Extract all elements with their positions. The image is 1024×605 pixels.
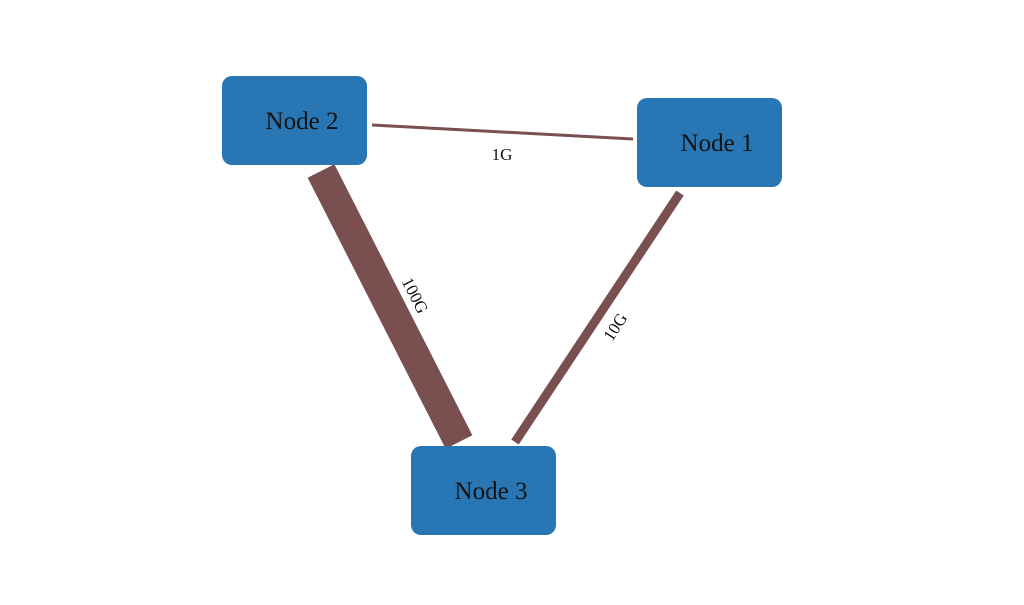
- edges-group: [307, 123, 684, 449]
- node-1[interactable]: Node 1: [637, 98, 782, 187]
- node-2[interactable]: Node 2: [222, 76, 367, 165]
- node-1-box[interactable]: [637, 98, 782, 187]
- node-2-box[interactable]: [222, 76, 367, 165]
- edge-node2-node1-label: 1G: [492, 145, 513, 164]
- edge-node2-node3-line[interactable]: [307, 164, 473, 449]
- node-1-label: Node 1: [681, 130, 754, 157]
- edge-node2-node1-line[interactable]: [371, 123, 634, 141]
- node-3-label: Node 3: [455, 478, 528, 505]
- node-2-label: Node 2: [266, 108, 339, 135]
- node-3-box[interactable]: [411, 446, 556, 535]
- edge-node1-node3-line[interactable]: [511, 190, 684, 445]
- node-3[interactable]: Node 3: [411, 446, 556, 535]
